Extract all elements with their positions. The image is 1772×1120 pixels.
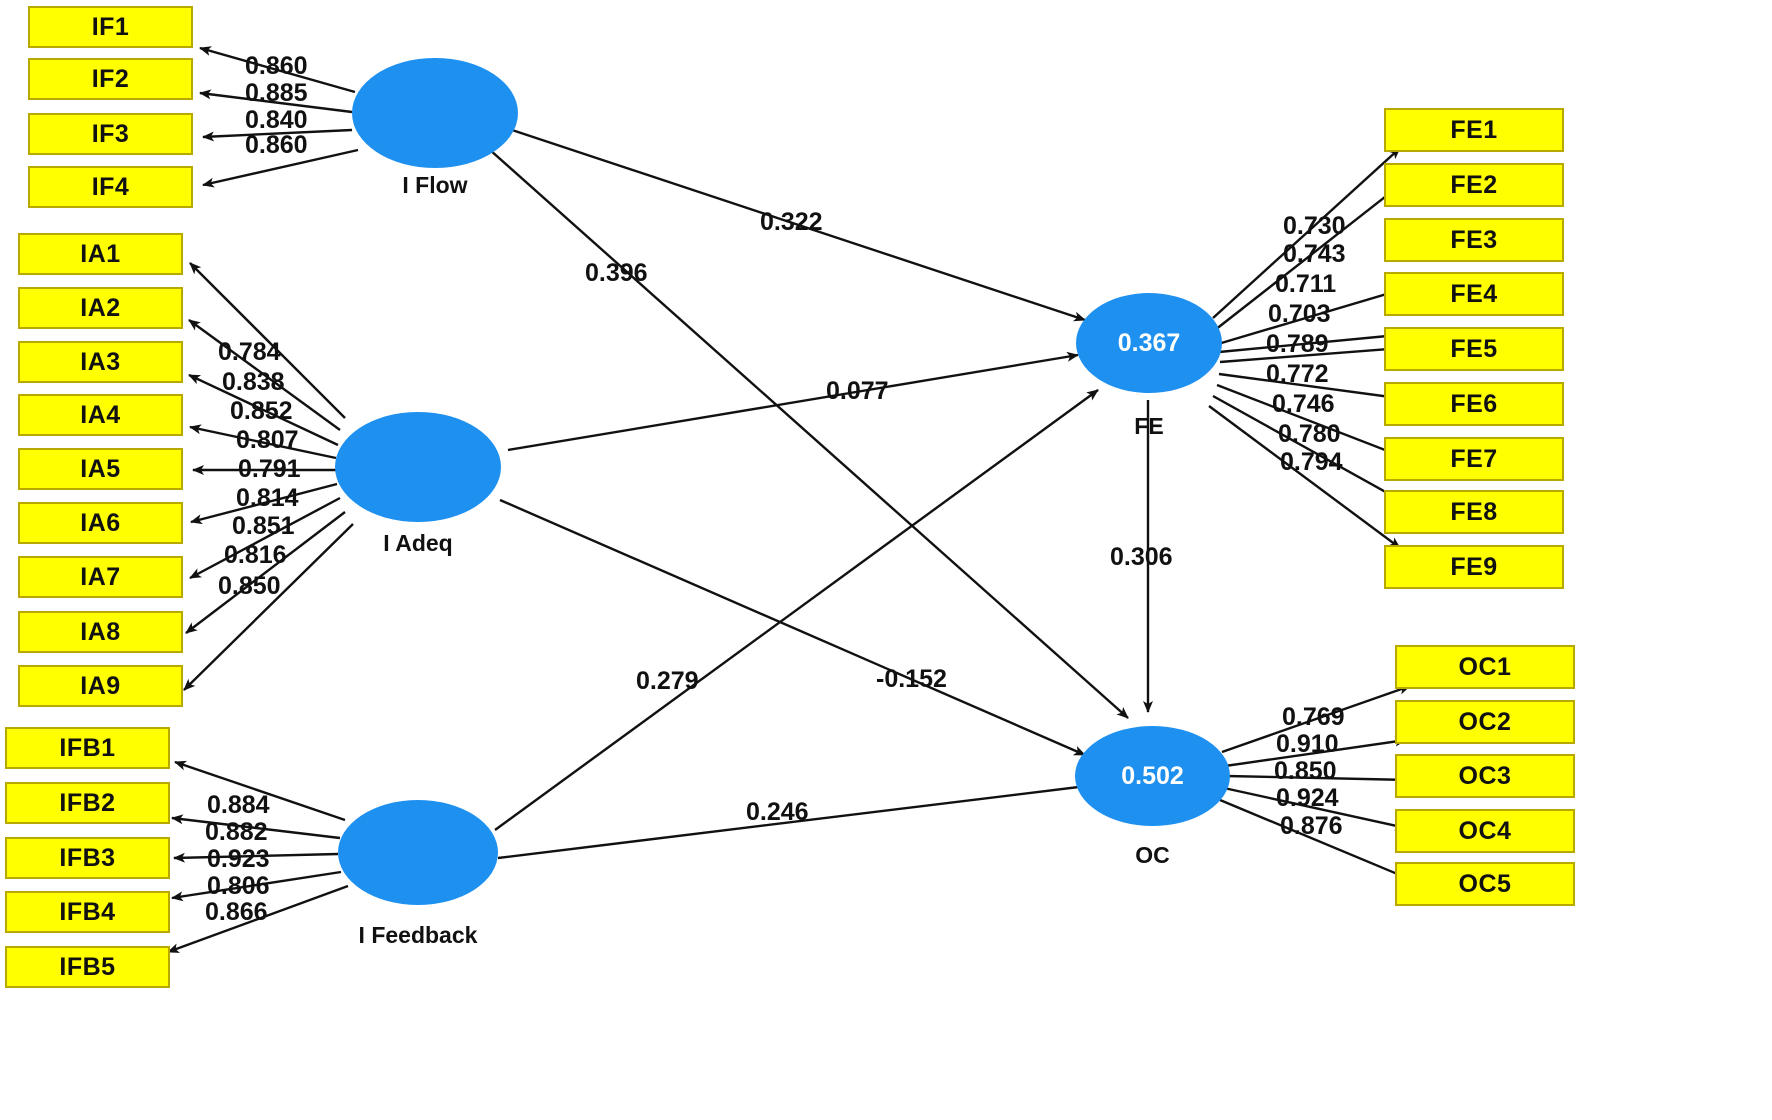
indicator-box-oc4[interactable]: OC4 xyxy=(1395,809,1575,853)
indicator-box-fe3[interactable]: FE3 xyxy=(1384,218,1564,262)
indicator-box-if1[interactable]: IF1 xyxy=(28,6,193,48)
indicator-box-ifb1[interactable]: IFB1 xyxy=(5,727,170,769)
indicator-box-ia1[interactable]: IA1 xyxy=(18,233,183,275)
loading-label-iadeq-ia4: 0.807 xyxy=(236,426,299,454)
loading-label-oc-oc1: 0.769 xyxy=(1282,703,1345,731)
loading-label-iadeq-ia2: 0.838 xyxy=(222,368,285,396)
loading-label-oc-oc5: 0.876 xyxy=(1280,812,1343,840)
path-label-fe-oc: 0.306 xyxy=(1110,543,1173,571)
indicator-box-fe2[interactable]: FE2 xyxy=(1384,163,1564,207)
loading-label-fe-fe9: 0.794 xyxy=(1280,448,1343,476)
latent-ellipse-oc[interactable]: 0.502 xyxy=(1075,726,1230,826)
loading-label-fe-fe5: 0.789 xyxy=(1266,330,1329,358)
loading-label-ifeedback-ifb4: 0.806 xyxy=(207,872,270,900)
latent-ellipse-fe[interactable]: 0.367 xyxy=(1076,293,1222,393)
indicator-box-fe6[interactable]: FE6 xyxy=(1384,382,1564,426)
loading-label-iadeq-ia7: 0.851 xyxy=(232,512,295,540)
indicator-box-if3[interactable]: IF3 xyxy=(28,113,193,155)
indicator-box-oc1[interactable]: OC1 xyxy=(1395,645,1575,689)
loading-label-fe-fe2: 0.743 xyxy=(1283,240,1346,268)
loading-label-fe-fe3: 0.711 xyxy=(1275,270,1337,298)
loading-label-oc-oc4: 0.924 xyxy=(1276,784,1339,812)
loading-label-iflow-if4: 0.860 xyxy=(245,131,308,159)
path-label-iflow-fe: 0.322 xyxy=(760,208,823,236)
indicator-box-oc3[interactable]: OC3 xyxy=(1395,754,1575,798)
loading-label-fe-fe7: 0.746 xyxy=(1272,390,1335,418)
indicator-box-fe8[interactable]: FE8 xyxy=(1384,490,1564,534)
path-label-iadeq-fe: 0.077 xyxy=(826,377,889,405)
latent-ellipse-iadeq[interactable] xyxy=(335,412,501,522)
indicator-box-ifb3[interactable]: IFB3 xyxy=(5,837,170,879)
indicator-box-ia6[interactable]: IA6 xyxy=(18,502,183,544)
indicator-box-if4[interactable]: IF4 xyxy=(28,166,193,208)
indicator-box-oc5[interactable]: OC5 xyxy=(1395,862,1575,906)
latent-label-iadeq: I Adeq xyxy=(383,530,453,556)
loading-label-iflow-if1: 0.860 xyxy=(245,52,308,80)
path-label-iadeq-oc: 0.279 xyxy=(636,667,699,695)
indicator-box-ia2[interactable]: IA2 xyxy=(18,287,183,329)
indicator-box-ia5[interactable]: IA5 xyxy=(18,448,183,490)
loading-label-iadeq-ia6: 0.814 xyxy=(236,484,299,512)
loading-label-oc-oc3: 0.850 xyxy=(1274,757,1337,785)
latent-label-iflow: I Flow xyxy=(402,172,468,198)
indicator-box-if2[interactable]: IF2 xyxy=(28,58,193,100)
indicator-box-ia4[interactable]: IA4 xyxy=(18,394,183,436)
indicator-box-fe1[interactable]: FE1 xyxy=(1384,108,1564,152)
latent-ellipse-ifeedback[interactable] xyxy=(338,800,498,905)
latent-label-ifeedback: I Feedback xyxy=(358,922,478,948)
indicator-box-ia9[interactable]: IA9 xyxy=(18,665,183,707)
loading-label-iadeq-ia1: 0.784 xyxy=(218,338,281,366)
indicator-box-ia7[interactable]: IA7 xyxy=(18,556,183,598)
indicator-box-ia8[interactable]: IA8 xyxy=(18,611,183,653)
indicator-box-fe7[interactable]: FE7 xyxy=(1384,437,1564,481)
loading-label-iadeq-ia9: 0.850 xyxy=(218,572,281,600)
loading-label-iadeq-ia5: 0.791 xyxy=(238,455,301,483)
loading-label-ifeedback-ifb2: 0.882 xyxy=(205,818,268,846)
indicator-box-ifb4[interactable]: IFB4 xyxy=(5,891,170,933)
indicator-box-oc2[interactable]: OC2 xyxy=(1395,700,1575,744)
latent-label-fe: FE xyxy=(1134,413,1164,439)
latent-label-oc: OC xyxy=(1135,842,1170,868)
indicator-box-ia3[interactable]: IA3 xyxy=(18,341,183,383)
loading-label-iflow-if2: 0.885 xyxy=(245,79,308,107)
loading-label-ifeedback-ifb5: 0.866 xyxy=(205,898,268,926)
loading-label-fe-fe1: 0.730 xyxy=(1283,212,1346,240)
indicator-box-fe4[interactable]: FE4 xyxy=(1384,272,1564,316)
loading-label-iflow-if3: 0.840 xyxy=(245,106,308,134)
loading-label-fe-fe8: 0.780 xyxy=(1278,420,1341,448)
indicator-box-ifb5[interactable]: IFB5 xyxy=(5,946,170,988)
loading-label-iadeq-ia3: 0.852 xyxy=(230,397,293,425)
loading-label-fe-fe4: 0.703 xyxy=(1268,300,1331,328)
indicator-box-fe9[interactable]: FE9 xyxy=(1384,545,1564,589)
path-label-iflow-oc: 0.396 xyxy=(585,259,648,287)
latent-ellipse-iflow[interactable] xyxy=(352,58,518,168)
loading-label-oc-oc2: 0.910 xyxy=(1276,730,1339,758)
loading-label-ifeedback-ifb1: 0.884 xyxy=(207,791,270,819)
path-label-ifeedback-oc: 0.246 xyxy=(746,798,809,826)
loading-label-fe-fe6: 0.772 xyxy=(1266,360,1329,388)
path-label-ifeedback-fe: -0.152 xyxy=(876,665,947,693)
loading-label-iadeq-ia8: 0.816 xyxy=(224,541,287,569)
indicator-box-fe5[interactable]: FE5 xyxy=(1384,327,1564,371)
loading-label-ifeedback-ifb3: 0.923 xyxy=(207,845,270,873)
indicator-box-ifb2[interactable]: IFB2 xyxy=(5,782,170,824)
